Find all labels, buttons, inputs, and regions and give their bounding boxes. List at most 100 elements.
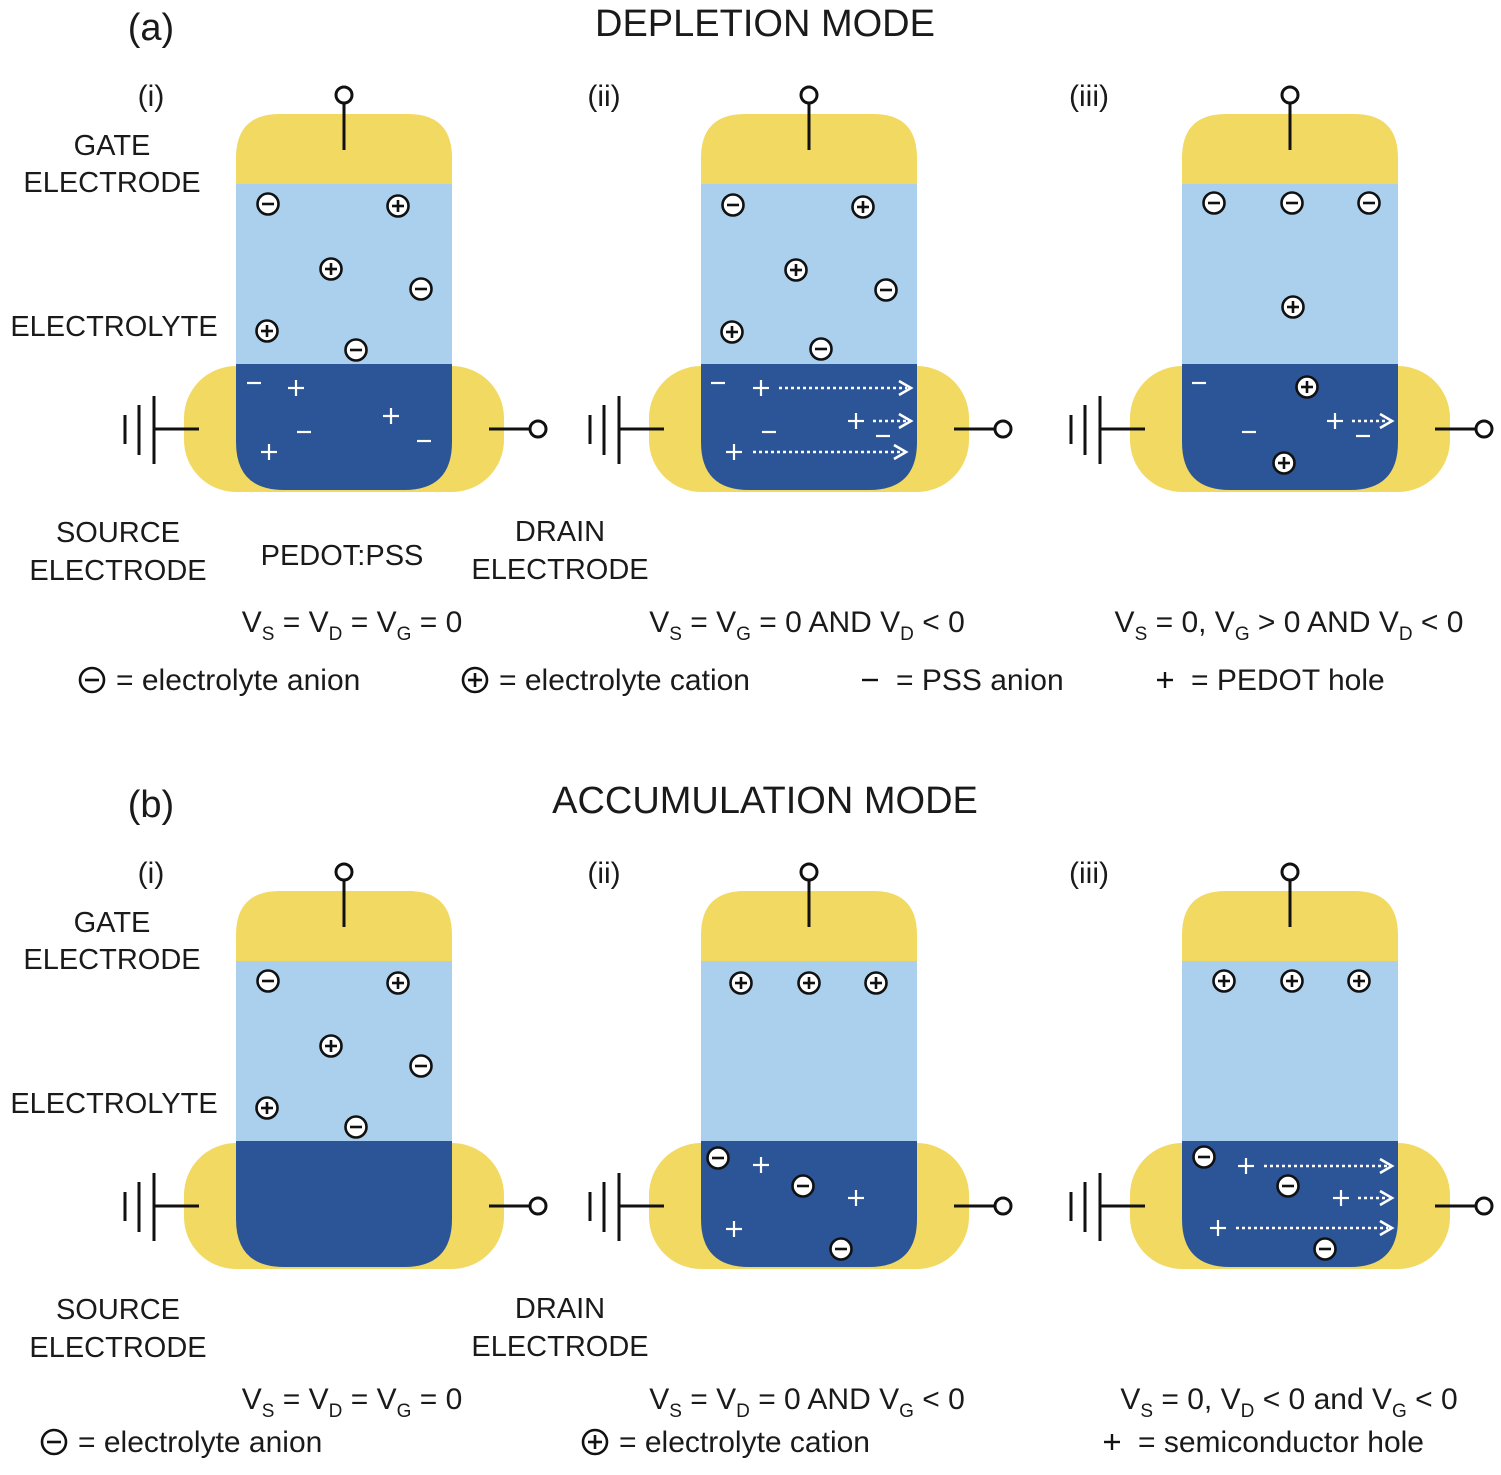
drain-terminal: [993, 1196, 1013, 1216]
channel: [1182, 1141, 1398, 1267]
legend-text: = electrolyte anion: [78, 1426, 322, 1459]
source-electrode-label: SOURCE: [56, 1294, 180, 1326]
hole: [1238, 1158, 1254, 1174]
bias-condition: VS = VD = VG = 0: [242, 1383, 463, 1422]
drain-terminal: [528, 1196, 548, 1216]
electrolyte-anion: [1313, 1237, 1337, 1261]
electrolyte-anion: [791, 1174, 815, 1198]
electrolyte-cation: [255, 319, 279, 343]
device-accumulation-1: [123, 862, 548, 1269]
electrolyte-anion: [1192, 1145, 1216, 1169]
legend-item: = semiconductor hole: [1104, 1426, 1424, 1459]
drift-arrow: [873, 412, 914, 430]
drift-arrow: [753, 443, 909, 461]
electrolyte-cation: [729, 971, 753, 995]
device-accumulation-2: [588, 862, 1013, 1269]
electrolyte-anion: [1202, 191, 1226, 215]
electrolyte-anion: [1280, 191, 1304, 215]
electrolyte-anion: [809, 337, 833, 361]
channel: [1182, 364, 1398, 490]
electrolyte-label: ELECTROLYTE: [10, 311, 217, 343]
gate-terminal: [799, 85, 819, 105]
drift-arrow: [779, 379, 914, 397]
section-title: DEPLETION MODE: [595, 3, 935, 45]
bias-condition: VS = 0, VD < 0 and VG < 0: [1120, 1383, 1457, 1422]
gate-electrode-label: GATE: [74, 130, 151, 162]
device-depletion-3: [1069, 85, 1494, 492]
channel: [701, 1141, 917, 1267]
electrolyte-cation: [720, 320, 744, 344]
legend-item: = electrolyte cation: [581, 1426, 870, 1459]
gate-electrode-label: ELECTRODE: [23, 944, 200, 976]
electrolyte-cation: [1280, 969, 1304, 993]
electrolyte-anion: [256, 969, 280, 993]
bias-condition: VS = VD = 0 AND VG < 0: [649, 1383, 965, 1422]
section-title: ACCUMULATION MODE: [552, 780, 978, 822]
drain-electrode-label: ELECTRODE: [471, 1331, 648, 1363]
electrolyte-cation: [1295, 375, 1319, 399]
gate-electrode-label: GATE: [74, 907, 151, 939]
electrolyte-anion: [409, 1054, 433, 1078]
electrolyte-anion: [721, 193, 745, 217]
drain-terminal: [993, 419, 1013, 439]
drain-terminal: [1474, 419, 1494, 439]
drain-terminal: [528, 419, 548, 439]
electrolyte-anion: [829, 1237, 853, 1261]
drift-arrow: [1264, 1157, 1395, 1175]
channel-label: PEDOT:PSS: [261, 540, 424, 572]
electrolyte-anion: [874, 278, 898, 302]
legend-text: = PSS anion: [896, 664, 1064, 697]
panel-label: (a): [128, 7, 174, 49]
bias-condition: VS = VG = 0 AND VD < 0: [649, 606, 965, 645]
electrolyte-anion: [256, 192, 280, 216]
electrolyte-cation: [386, 194, 410, 218]
electrolyte-cation: [1272, 451, 1296, 475]
hole: [1333, 1190, 1349, 1206]
bias-condition: VS = VD = VG = 0: [242, 606, 463, 645]
legend-text: = PEDOT hole: [1191, 664, 1385, 697]
sub-label: (ii): [587, 80, 620, 113]
hole: [1210, 1220, 1226, 1236]
depletion-section: (a) DEPLETION MODE (i) (ii) (iii) GATE ELECTRO…: [10, 3, 1463, 697]
legend-item: = PSS anion: [862, 664, 1064, 697]
electrolyte-cation: [864, 971, 888, 995]
electrolyte-anion: [409, 277, 433, 301]
electrolyte-cation: [1347, 969, 1371, 993]
gate-electrode-label: ELECTRODE: [23, 167, 200, 199]
device-depletion-1: [123, 85, 548, 492]
hole: [753, 380, 769, 396]
electrolyte-anion: [344, 338, 368, 362]
electrolyte-anion: [1276, 1174, 1300, 1198]
electrolyte-cation: [784, 258, 808, 282]
hole: [288, 380, 304, 396]
legend-item: = electrolyte anion: [40, 1426, 322, 1459]
legend-text: = semiconductor hole: [1138, 1426, 1424, 1459]
channel: [701, 364, 917, 490]
device-depletion-2: [588, 85, 1013, 492]
gate-terminal: [1280, 862, 1300, 882]
drain-electrode-label: DRAIN: [515, 516, 605, 548]
sub-label: (ii): [587, 857, 620, 890]
legend-text: = electrolyte cation: [619, 1426, 870, 1459]
electrolyte: [1182, 184, 1398, 368]
electrolyte-anion: [1357, 191, 1381, 215]
legend-item: = electrolyte cation: [461, 664, 750, 697]
gate-terminal: [334, 862, 354, 882]
electrolyte-cation: [319, 257, 343, 281]
sub-label: (iii): [1069, 80, 1109, 113]
hole: [753, 1157, 769, 1173]
device-accumulation-3: [1069, 862, 1494, 1269]
electrolyte-cation: [851, 195, 875, 219]
legend-text: = electrolyte cation: [499, 664, 750, 697]
bias-condition: VS = 0, VG > 0 AND VD < 0: [1115, 606, 1464, 645]
legend-item: = electrolyte anion: [78, 664, 360, 697]
hole: [726, 1221, 742, 1237]
electrolyte-cation: [1281, 295, 1305, 319]
hole: [726, 444, 742, 460]
source-electrode-label: ELECTRODE: [29, 555, 206, 587]
sub-label: (i): [138, 80, 165, 113]
accumulation-section: (b)ACCUMULATION MODE(i)(ii)(iii)GATEELEC…: [10, 780, 1457, 1459]
source-electrode-label: ELECTRODE: [29, 1332, 206, 1364]
gate-terminal: [1280, 85, 1300, 105]
